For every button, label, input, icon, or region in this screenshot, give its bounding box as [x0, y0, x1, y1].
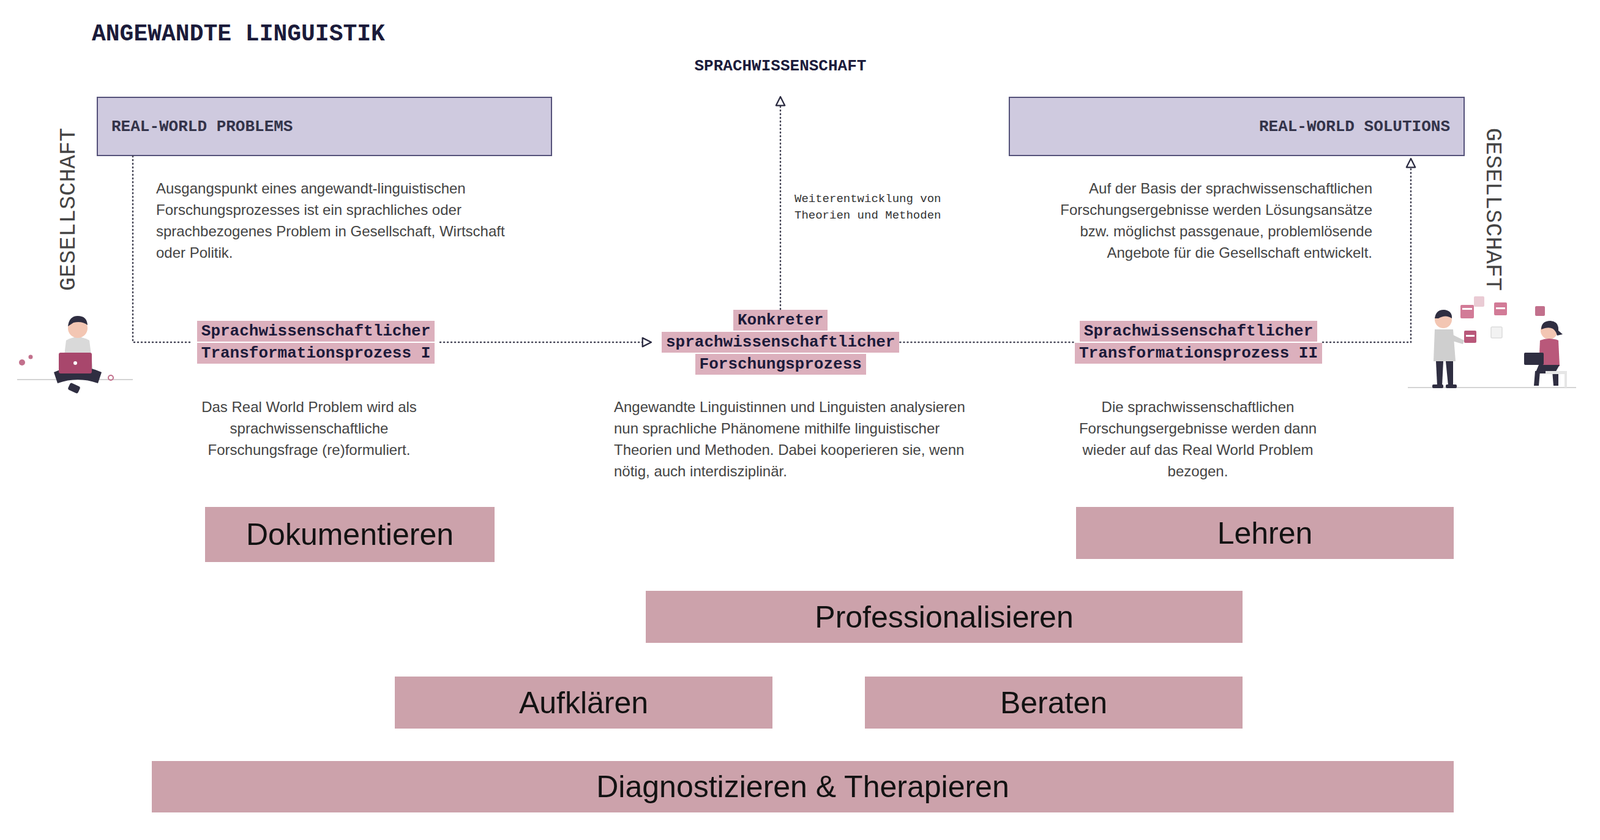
node-text: Dokumentieren: [246, 516, 454, 553]
node-text: Beraten: [1000, 684, 1108, 721]
node-text: Sprachwissenschaftlicher Transformations…: [197, 320, 435, 364]
node-text: REAL-WORLD PROBLEMS: [111, 117, 293, 136]
activity-band: Diagnostizieren & Therapieren: [151, 760, 1454, 813]
node-text: Aufklären: [519, 684, 649, 721]
collaboration-illustration: [1407, 296, 1577, 389]
process-highlight: Sprachwissenschaftlicher Transformations…: [191, 320, 441, 365]
description-text: Ausgangspunkt eines angewandt-linguistis…: [156, 177, 524, 264]
side-label: GESELLSCHAFT: [57, 127, 81, 291]
person-with-laptop-illustration: [17, 315, 133, 394]
activity-band: Aufklären: [394, 676, 773, 729]
node-text: Lehren: [1217, 515, 1313, 551]
dotted-connector: [899, 341, 1075, 344]
description-text: Das Real World Problem wird als sprachwi…: [180, 396, 438, 461]
development-arrow: [779, 96, 782, 310]
arrow-note: Weiterentwicklung von Theorien und Metho…: [794, 190, 955, 225]
solution-box: REAL-WORLD SOLUTIONS: [1008, 96, 1465, 157]
activity-band: Dokumentieren: [205, 506, 495, 562]
description-text: Auf der Basis der sprachwissenschaftlich…: [1029, 177, 1373, 264]
description-text: Die sprachwissenschaftlichen Forschungse…: [1075, 396, 1321, 482]
activity-band: Beraten: [864, 676, 1243, 729]
section-heading: SPRACHWISSENSCHAFT: [694, 58, 867, 75]
activity-band: Professionalisieren: [645, 590, 1243, 643]
process-highlight: Sprachwissenschaftlicher Transformations…: [1074, 320, 1323, 365]
dotted-connector: [440, 341, 652, 344]
problem-box: REAL-WORLD PROBLEMS: [96, 96, 553, 157]
side-label: GESELLSCHAFT: [1481, 127, 1504, 291]
diagram-title: ANGEWANDTE LINGUISTIK: [91, 22, 386, 46]
node-text: Konkreter sprachwissenschaftlicher Forsc…: [661, 309, 900, 375]
description-text: Angewandte Linguistinnen und Linguisten …: [613, 396, 974, 482]
node-text: REAL-WORLD SOLUTIONS: [1259, 117, 1451, 136]
node-text: Diagnostizieren & Therapieren: [596, 768, 1009, 805]
node-text: Professionalisieren: [814, 599, 1073, 635]
process-highlight: Konkreter sprachwissenschaftlicher Forsc…: [661, 309, 900, 376]
node-text: Sprachwissenschaftlicher Transformations…: [1074, 320, 1323, 364]
activity-band: Lehren: [1076, 506, 1454, 559]
